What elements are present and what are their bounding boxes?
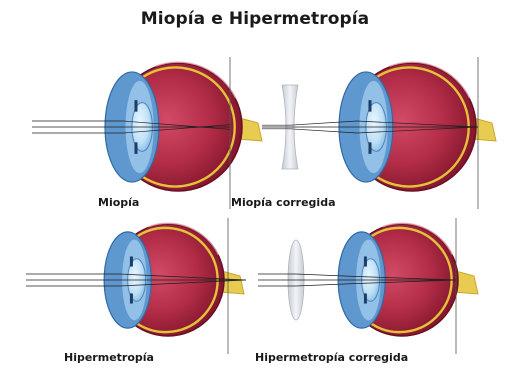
- caption-myopia: Miopía: [98, 196, 139, 209]
- iris-top: [134, 100, 137, 112]
- iris-bottom: [130, 293, 133, 303]
- iris-bottom: [134, 142, 137, 154]
- eye-panel-3: [26, 218, 246, 354]
- iris-top: [364, 256, 367, 266]
- iris-bottom: [364, 293, 367, 303]
- eye-panel-4: [258, 218, 478, 354]
- caption-myopia-corrected: Miopía corregida: [231, 196, 336, 209]
- caption-hyperopia: Hipermetropía: [64, 351, 154, 364]
- eye-panel-2: [262, 57, 496, 209]
- caption-hyperopia-corrected: Hipermetropía corregida: [255, 351, 408, 364]
- iris-bottom: [368, 142, 371, 154]
- iris-top: [368, 100, 371, 112]
- eye-panel-1: [32, 57, 262, 209]
- iris-top: [130, 256, 133, 266]
